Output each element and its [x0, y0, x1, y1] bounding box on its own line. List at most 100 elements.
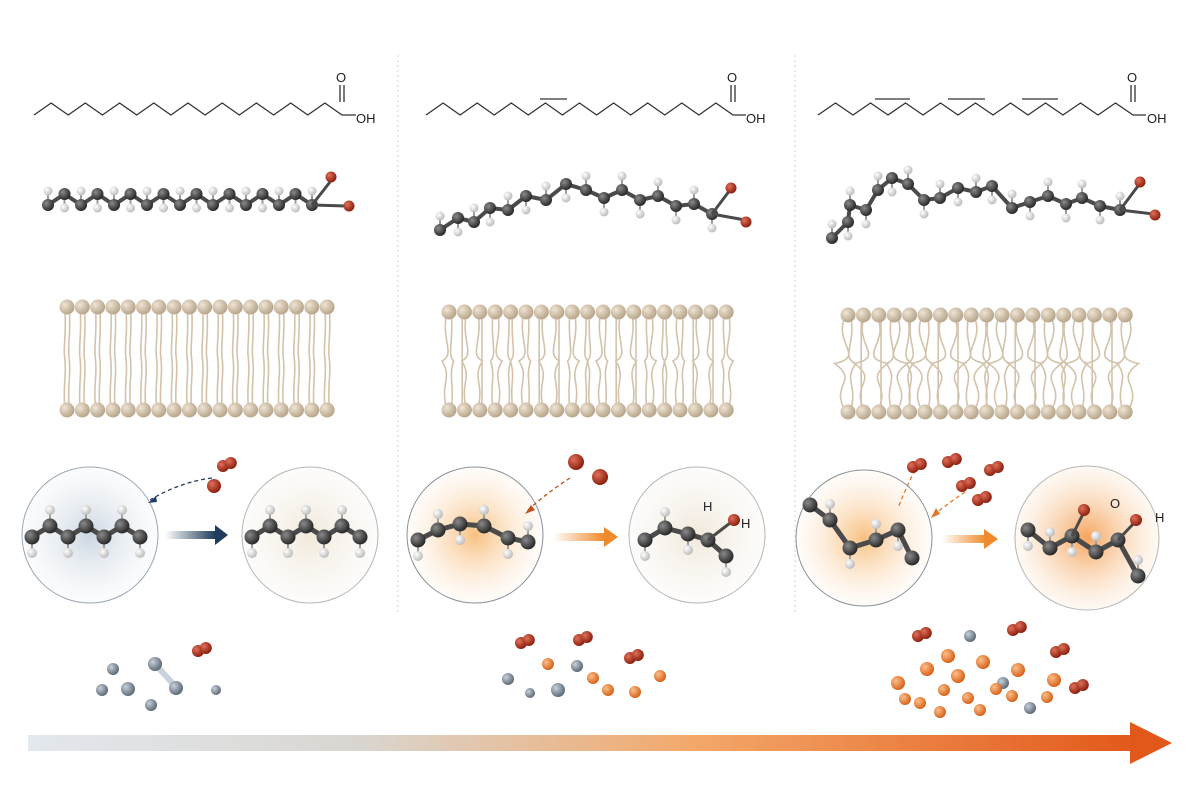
lipid-tail [1083, 314, 1101, 413]
carbon-atom [520, 190, 532, 202]
lipid-tail [1063, 314, 1081, 413]
oxygen-atom [914, 458, 927, 470]
hydrogen-atom [1061, 213, 1071, 223]
carbon-atom [1006, 202, 1018, 214]
lipid-head [672, 304, 688, 320]
lipid-head [902, 307, 918, 323]
lipid-tail [603, 311, 609, 411]
lipid-head [549, 304, 565, 320]
hydrogen-atom [283, 548, 293, 558]
lipid-head [289, 402, 304, 418]
lipid-tail [201, 306, 204, 411]
lipid-head [641, 402, 657, 418]
ros-particle [951, 669, 965, 683]
carbon-atom [298, 518, 314, 534]
lipid-head [1117, 404, 1133, 420]
reaction-arrow-orange [553, 533, 605, 541]
lipid-tail [680, 311, 686, 411]
ros-particle [1011, 663, 1025, 677]
ion-particle [551, 683, 565, 697]
lipid-head [166, 299, 182, 315]
lipid-head [994, 307, 1010, 323]
ros-particle [990, 683, 1002, 695]
lipid-tail [155, 306, 158, 411]
hydrogen-atom [455, 535, 465, 545]
carbon-atom [616, 184, 628, 196]
carbon-atom [410, 532, 426, 548]
ros-particle [629, 686, 641, 698]
lipid-head [243, 402, 259, 418]
ros-particle [587, 672, 599, 684]
lipid-tail [327, 306, 331, 411]
carbon-atom [500, 530, 516, 546]
carbon-atom [634, 194, 646, 206]
carbon-atom [560, 178, 572, 190]
lipid-tail [586, 311, 592, 411]
lipid-head [687, 304, 703, 320]
lipid-head [963, 307, 979, 323]
hydrogen-atom [433, 509, 443, 519]
ros-particle [934, 706, 946, 718]
ros-particle [941, 649, 955, 663]
carbon-atom [262, 518, 278, 534]
ros-particle [654, 670, 666, 682]
carbon-atom [430, 522, 446, 538]
carbon-atom [58, 188, 71, 200]
lipid-head [227, 402, 243, 418]
hydrogen-atom [845, 186, 855, 196]
lipid-head [533, 304, 549, 320]
lipid-tail [83, 306, 86, 411]
lipid-tail [566, 311, 572, 411]
lipid-tail [312, 306, 316, 411]
oxygen-atom [631, 649, 644, 661]
hydrogen-atom [721, 567, 731, 577]
hydrogen-atom [479, 505, 489, 515]
oxygen-atom [1076, 679, 1089, 691]
lipid-head [74, 299, 90, 315]
hydrogen-atom [541, 181, 551, 191]
lipid-head [90, 402, 106, 418]
hydrogen-atom [843, 231, 853, 241]
carbon-atom [904, 550, 920, 566]
hydrogen-atom [987, 195, 997, 205]
lipid-tail [185, 306, 189, 411]
gradient-arrowhead [1130, 722, 1172, 764]
lipid-head [1102, 307, 1118, 323]
hydrogen-atom [707, 223, 717, 233]
lipid-head [994, 404, 1010, 420]
lipid-head [948, 307, 964, 323]
lipid-head [840, 404, 856, 420]
ros-approach-arrow [897, 469, 916, 509]
lipid-tail [962, 314, 972, 413]
hydrogen-atom [117, 505, 127, 515]
reaction-monounsaturated: H H [406, 454, 766, 604]
lipid-tail [1123, 314, 1141, 413]
lipid-tail [691, 311, 700, 411]
carbon-atom [952, 182, 964, 194]
lipid-head [59, 299, 75, 315]
carbon-atom [1130, 568, 1146, 584]
reaction-saturated [21, 457, 379, 604]
oxygen-atom [919, 627, 932, 639]
lipid-head [441, 304, 457, 320]
carbon-atom [688, 198, 700, 210]
oxygen-atom [199, 642, 212, 654]
hydrogen-atom [435, 211, 445, 221]
bond [1119, 208, 1154, 216]
lipid-head [1117, 307, 1133, 323]
oxidation-gradient-arrow [28, 722, 1172, 764]
oxygen-atom [343, 200, 355, 212]
lipid-tail [262, 306, 266, 411]
ros-particle [962, 692, 974, 704]
lipid-head [518, 304, 534, 320]
lipid-head [948, 404, 964, 420]
lipid-head [549, 402, 565, 418]
oxygen-atom [1149, 209, 1161, 221]
lipid-head [456, 304, 472, 320]
carbon-atom [637, 532, 653, 548]
hydrogen-atom [561, 193, 571, 203]
ion-particle [107, 663, 119, 675]
lipid-head [74, 402, 90, 418]
carbon-atom [60, 529, 76, 545]
carbon-atom [680, 526, 696, 542]
